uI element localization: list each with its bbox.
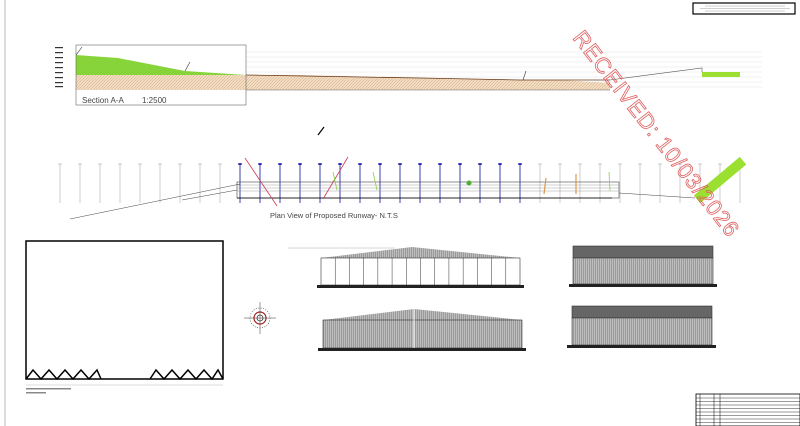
- existing-road: [702, 72, 740, 77]
- plan-title: Plan View of Proposed Runway- N.T.S: [270, 211, 398, 220]
- pole-cap: [498, 163, 502, 165]
- hangar-floor-plan: [25, 240, 224, 394]
- grass-embankment: [76, 55, 246, 75]
- north-arrow-marker: [317, 126, 325, 136]
- title-block: [695, 393, 800, 426]
- pole-cap: [478, 163, 482, 165]
- pole-cap: [278, 163, 282, 165]
- existing-road-plan: [693, 156, 747, 204]
- section-a-a: Section A-A 1:2500: [55, 44, 762, 106]
- compass-rose: [244, 302, 276, 334]
- title-box-top: [692, 2, 796, 15]
- approach-line: [69, 183, 241, 220]
- front-elevation-1: [288, 247, 524, 288]
- pole-cap: [378, 163, 382, 165]
- pole-cap: [438, 163, 442, 165]
- pole-cap: [418, 163, 422, 165]
- section-scale: 1:2500: [142, 96, 167, 105]
- bank-line: [244, 157, 278, 207]
- pole-cap: [518, 163, 522, 165]
- bank-line: [322, 156, 349, 200]
- pole-cap: [398, 163, 402, 165]
- side-elevation-1: [569, 245, 717, 287]
- pole-cap: [458, 163, 462, 165]
- elevation-scale: [55, 47, 63, 88]
- door-right: [149, 368, 224, 381]
- pole-cap: [258, 163, 262, 165]
- rear-elevation-1: [318, 309, 526, 351]
- side-elevation-2: [567, 305, 716, 348]
- pole-cap: [358, 163, 362, 165]
- runway-outline: [236, 181, 620, 199]
- pole-cap: [338, 163, 342, 165]
- door-left: [25, 368, 102, 381]
- received-stamp: RECEIVED: 10/03/2026: [568, 26, 745, 242]
- section-title: Section A-A: [82, 96, 124, 105]
- pole-cap: [318, 163, 322, 165]
- runway-plan-view: [58, 156, 747, 220]
- marker-green: [466, 180, 472, 186]
- pole-cap: [238, 163, 242, 165]
- pole-cap: [298, 163, 302, 165]
- ground-layer: [76, 75, 610, 90]
